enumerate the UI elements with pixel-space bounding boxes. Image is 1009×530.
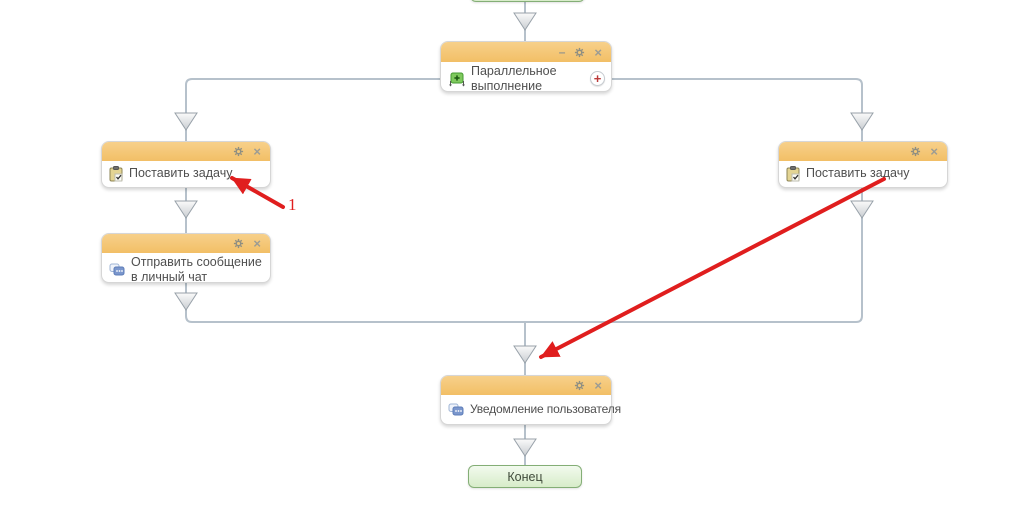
arrowhead-triangle — [513, 345, 537, 364]
connector-parallel-to-left-branch — [185, 78, 441, 141]
close-icon[interactable]: × — [594, 44, 602, 60]
task-clipboard-icon — [109, 166, 123, 182]
gear-icon[interactable] — [910, 146, 921, 157]
arrowhead-triangle — [513, 438, 537, 457]
chat-message-icon — [448, 403, 464, 417]
node-parallel-execution[interactable]: – × — [440, 41, 612, 94]
node-header: – × — [441, 42, 611, 62]
connector-right-task-to-join — [525, 188, 863, 323]
node-title: Уведомление пользователя — [470, 402, 621, 417]
close-icon[interactable]: × — [930, 144, 938, 159]
end-node-label: Конец — [507, 469, 543, 484]
close-icon[interactable]: × — [253, 236, 261, 251]
connector-message-to-join — [185, 283, 525, 323]
minimize-icon[interactable]: – — [558, 44, 566, 59]
node-title: Отправить сообщение в личный чат — [131, 255, 262, 285]
node-header: × — [441, 376, 611, 395]
node-title: Поставить задачу — [129, 166, 233, 181]
node-header: × — [779, 142, 947, 161]
annotation-label-1: 1 — [288, 195, 297, 214]
node-title: Поставить задачу — [806, 166, 910, 181]
node-task-right[interactable]: × Поставить задачу — [778, 141, 948, 188]
gear-icon[interactable] — [233, 146, 244, 157]
node-header: × — [102, 234, 270, 253]
node-header: × — [102, 142, 270, 161]
connector-parallel-to-right-branch — [612, 78, 863, 141]
task-clipboard-icon — [786, 166, 800, 182]
arrowhead-triangle — [850, 200, 874, 219]
arrowhead-triangle — [174, 112, 198, 131]
node-title: Параллельное выполнение — [471, 64, 557, 94]
gear-icon[interactable] — [574, 380, 585, 391]
chat-message-icon — [109, 263, 125, 277]
arrowhead-triangle — [174, 200, 198, 219]
node-send-message[interactable]: × Отправить сообщение в личный чат — [101, 233, 271, 285]
node-task-left[interactable]: × Поставить задачу — [101, 141, 271, 188]
arrowhead-triangle — [850, 112, 874, 131]
arrowhead-triangle — [513, 12, 537, 31]
annotation-arrow-2 — [539, 177, 886, 359]
add-branch-button[interactable]: + — [590, 71, 605, 87]
gear-icon[interactable] — [233, 238, 244, 249]
end-node[interactable]: Конец — [468, 465, 582, 488]
close-icon[interactable]: × — [594, 378, 602, 393]
start-node[interactable] — [470, 0, 585, 2]
arrowhead-triangle — [174, 292, 198, 311]
parallel-execution-icon — [448, 72, 465, 87]
node-user-notification[interactable]: × Уведомление пользователя — [440, 375, 621, 425]
close-icon[interactable]: × — [253, 144, 261, 159]
gear-icon[interactable] — [574, 47, 585, 58]
